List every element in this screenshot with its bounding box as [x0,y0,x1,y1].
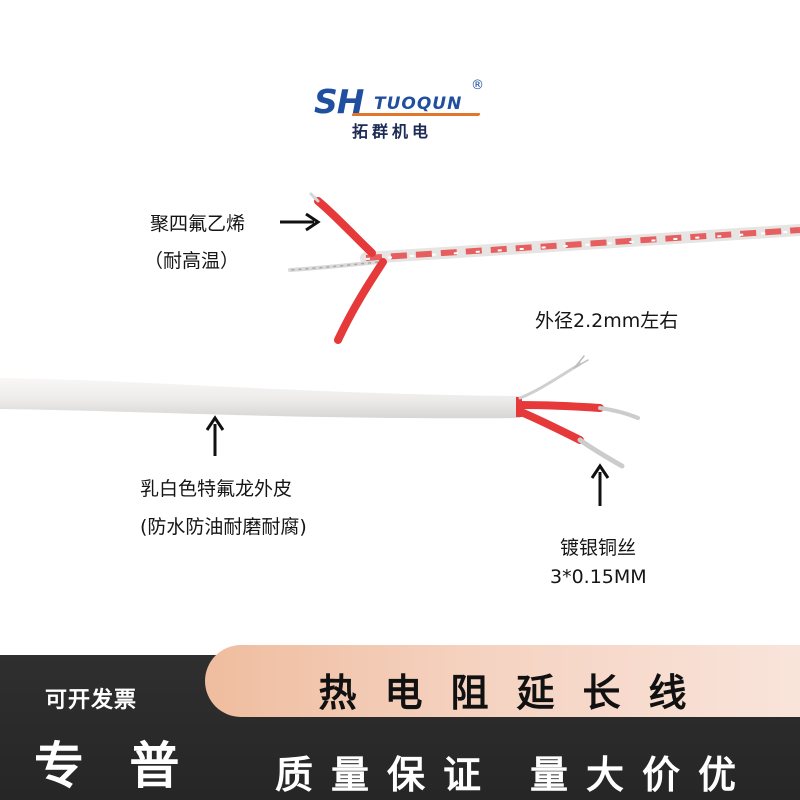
jacket-label: 乳白色特氟龙外皮 [140,478,293,500]
cable-illustration [0,192,800,506]
upper-twisted-cable [360,224,800,264]
slogan-price: 量大价优 [530,753,755,797]
upper-silver-strand-twist [289,261,379,271]
upper-red-wire [314,197,376,257]
insulation-label: 聚四氟乙烯 [150,213,246,235]
drain-strand-tips [573,355,589,369]
lower-red-wire [334,258,387,344]
logo-brand-rest: TUOQUN [374,94,463,114]
logo-registered-mark: ® [471,78,484,93]
insulation-note: （耐高温） [144,250,240,272]
banner-peach-band [205,645,800,717]
core-silver-tip-1 [598,406,640,420]
white-jacket-cable [0,378,520,419]
arrow-up-icon [205,415,225,456]
core-red-wire-2 [517,408,584,444]
jacket-note: (防水防油耐磨耐腐) [140,516,307,538]
conductor-spec: 3*0.15MM [550,566,647,588]
arrow-up-icon [590,463,610,506]
drain-silver-strand [518,362,582,400]
twisted-core-red-strand [365,227,800,261]
invoice-types: 专 普 [34,737,194,795]
core-red-wire-1 [516,401,604,412]
slogan-quality: 质量保证 [275,753,500,797]
core-silver-tip-2 [577,437,625,469]
upper-red-wire-tip [309,192,320,203]
product-title: 热电阻延长线 [318,671,715,715]
conductor-label: 镀银铜丝 [560,537,637,559]
logo-company-name: 拓群机电 [352,122,433,141]
invoice-note: 可开发票 [45,688,138,713]
outer-diameter-label: 外径2.2mm左右 [535,310,679,332]
arrow-right-icon [280,212,321,232]
